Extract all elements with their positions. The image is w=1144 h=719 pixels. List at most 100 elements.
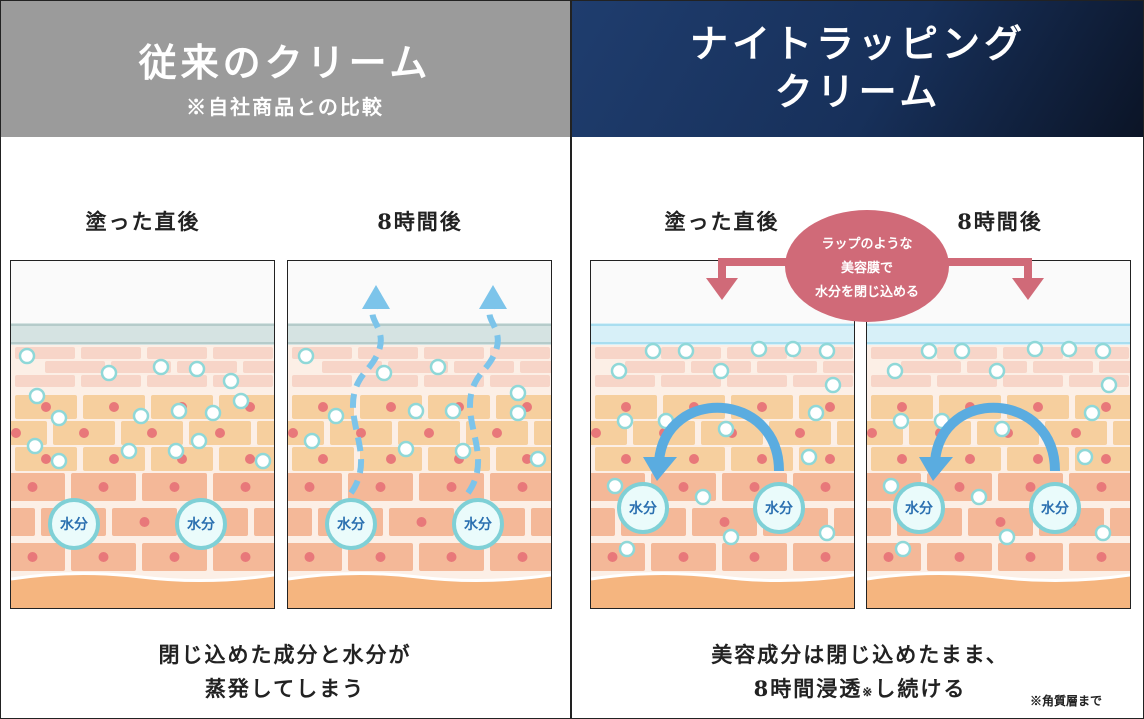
conventional-cream-title: 従来のクリーム bbox=[138, 40, 432, 85]
water-droplet bbox=[529, 450, 547, 468]
cell-nucleus bbox=[820, 552, 831, 562]
water-droplet bbox=[807, 404, 825, 422]
caption-text: し続ける bbox=[874, 676, 967, 701]
skin-cell bbox=[837, 421, 854, 445]
skin-cell bbox=[11, 543, 65, 571]
retention-arrow bbox=[654, 402, 784, 472]
cell-nucleus bbox=[240, 552, 251, 562]
cell-nucleus bbox=[995, 517, 1006, 527]
water-droplet bbox=[824, 376, 842, 394]
cell-nucleus bbox=[820, 482, 831, 492]
skin-cell bbox=[520, 361, 551, 373]
dermis-line bbox=[288, 571, 551, 583]
cell-nucleus bbox=[678, 552, 689, 562]
water-label: 水分 bbox=[905, 500, 933, 517]
cell-nucleus bbox=[27, 552, 38, 562]
cell-nucleus bbox=[621, 454, 631, 464]
water-droplet bbox=[190, 432, 208, 450]
water-droplet bbox=[722, 528, 740, 546]
water-droplet bbox=[444, 402, 462, 420]
bubble-circle bbox=[48, 498, 100, 550]
water-droplet bbox=[254, 452, 272, 470]
skin-cell bbox=[358, 347, 418, 359]
skin-cell bbox=[288, 543, 342, 571]
water-droplet bbox=[28, 387, 46, 405]
cell-nucleus bbox=[897, 454, 907, 464]
cell-nucleus bbox=[1025, 482, 1036, 492]
cell-nucleus bbox=[1033, 402, 1043, 412]
water-droplet bbox=[1060, 340, 1078, 358]
bubble-circle bbox=[325, 498, 377, 550]
skin-surface-layer bbox=[288, 323, 551, 345]
cell-nucleus bbox=[795, 428, 805, 438]
dermis-layer bbox=[867, 573, 1130, 608]
water-droplet bbox=[1094, 524, 1112, 542]
cell-nucleus bbox=[304, 482, 315, 492]
water-label: 水分 bbox=[765, 500, 793, 517]
cell-nucleus bbox=[1101, 402, 1111, 412]
bubble-circle bbox=[175, 498, 227, 550]
water-bubble: 水分 bbox=[617, 482, 669, 534]
cell-nucleus bbox=[288, 428, 298, 438]
cell-nucleus bbox=[386, 402, 396, 412]
dermis-layer bbox=[591, 573, 854, 608]
water-droplet bbox=[397, 440, 415, 458]
cell-nucleus bbox=[825, 454, 835, 464]
water-droplet bbox=[970, 488, 988, 506]
water-droplet bbox=[26, 437, 44, 455]
skin-cell bbox=[625, 361, 685, 373]
skin-cell bbox=[358, 375, 418, 387]
skin-cell bbox=[1113, 421, 1130, 445]
water-bubble: 水分 bbox=[48, 498, 100, 550]
water-droplet bbox=[677, 342, 695, 360]
water-droplet bbox=[886, 362, 904, 380]
water-droplet bbox=[204, 404, 222, 422]
water-bubble: 水分 bbox=[1029, 482, 1081, 534]
water-droplet bbox=[953, 342, 971, 360]
bubble-circle bbox=[617, 482, 669, 534]
water-droplet bbox=[1083, 404, 1101, 422]
comparison-note: ※自社商品との比較 bbox=[186, 95, 384, 119]
skin-cell bbox=[595, 347, 655, 359]
water-label: 水分 bbox=[60, 516, 88, 533]
cell-nucleus bbox=[304, 552, 315, 562]
night-wrapping-cream-header: ナイトラッピングクリーム bbox=[572, 0, 1144, 137]
water-droplet bbox=[712, 362, 730, 380]
air-layer bbox=[11, 261, 274, 323]
cell-nucleus bbox=[386, 454, 396, 464]
skin-cell bbox=[834, 508, 854, 536]
cell-nucleus bbox=[867, 428, 877, 438]
cell-nucleus bbox=[719, 517, 730, 527]
skin-cell bbox=[901, 361, 961, 373]
water-droplet bbox=[297, 347, 315, 365]
skin-cell bbox=[288, 473, 342, 501]
cell-nucleus bbox=[416, 517, 427, 527]
skin-cell bbox=[871, 347, 931, 359]
cell-nucleus bbox=[621, 402, 631, 412]
water-droplet bbox=[784, 340, 802, 358]
cell-nucleus bbox=[11, 428, 21, 438]
cell-nucleus bbox=[749, 482, 760, 492]
water-droplet bbox=[988, 362, 1006, 380]
water-droplet bbox=[694, 488, 712, 506]
caption-line-1: 閉じ込めた成分と水分が bbox=[158, 642, 412, 667]
water-droplet bbox=[717, 420, 735, 438]
cell-nucleus bbox=[1096, 482, 1107, 492]
cell-nucleus bbox=[109, 454, 119, 464]
water-droplet bbox=[509, 384, 527, 402]
cell-nucleus bbox=[41, 454, 51, 464]
label-right-before: 塗った直後 bbox=[664, 209, 780, 234]
cell-nucleus bbox=[954, 552, 965, 562]
water-droplet bbox=[152, 358, 170, 376]
water-bubble: 水分 bbox=[325, 498, 377, 550]
water-droplet bbox=[616, 412, 634, 430]
arrowhead-up bbox=[479, 285, 507, 309]
water-droplet bbox=[998, 528, 1016, 546]
wrap-film-layer bbox=[867, 323, 1130, 345]
cell-nucleus bbox=[749, 552, 760, 562]
water-bubble: 水分 bbox=[452, 498, 504, 550]
skin-cell bbox=[871, 375, 931, 387]
cell-nucleus bbox=[169, 482, 180, 492]
stratum-corneum-note: ※角質層まで bbox=[1030, 694, 1103, 708]
cell-nucleus bbox=[883, 552, 894, 562]
